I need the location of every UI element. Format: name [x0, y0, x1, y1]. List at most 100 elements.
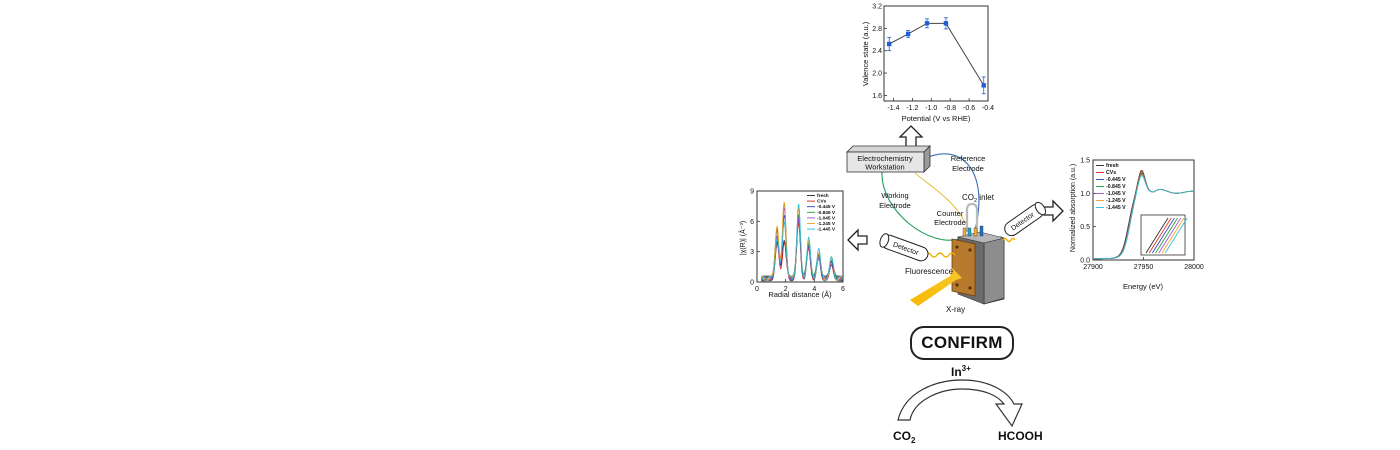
counter-wire: [914, 172, 969, 229]
left-y-tick-label: 3: [750, 249, 754, 256]
working-label-line2: Electrode: [879, 201, 911, 210]
right-legend-label: -0.445 V: [1106, 177, 1126, 183]
top-y-tick-label: 2.8: [872, 26, 882, 33]
xray-beam: [910, 268, 962, 306]
left-chart-x-ticks: 0 2 4 6: [755, 279, 845, 293]
left-x-tick-label: 4: [812, 286, 816, 293]
left-x-tick-label: 2: [784, 286, 788, 293]
right-chart-y-label: Normalized absorption (a.u.): [1070, 164, 1077, 252]
right-chart-data: [1093, 170, 1194, 260]
product-label: HCOOH: [998, 429, 1043, 443]
right-legend-label: -1.045 V: [1106, 191, 1126, 197]
confirm-box: CONFIRM: [910, 326, 1014, 360]
top-x-tick-label: -1.0: [925, 105, 937, 112]
right-legend-label: -1.245 V: [1106, 198, 1126, 204]
co2-inlet-suffix: inlet: [977, 193, 995, 202]
top-x-tick-label: -0.4: [982, 105, 994, 112]
top-y-tick-label: 2.0: [872, 71, 882, 78]
workstation-box: Electrochemistry Workstation: [846, 145, 931, 173]
left-legend-label: -1.445 V: [817, 227, 836, 233]
top-x-tick-label: -0.8: [944, 105, 956, 112]
xanes-inset: [1140, 214, 1188, 256]
right-y-tick-label: 1.5: [1080, 158, 1090, 165]
right-legend-label: -0.845 V: [1106, 184, 1126, 190]
top-y-tick-label: 3.2: [872, 4, 882, 11]
catalyst-label: In3+: [951, 364, 971, 379]
right-y-tick-label: 0.5: [1080, 224, 1090, 231]
top-y-tick-label: 2.4: [872, 48, 882, 55]
left-chart-data: [760, 201, 843, 282]
right-chart-x-label: Energy (eV): [1123, 282, 1164, 291]
top-chart-y-ticks: 1.6 2.0 2.4 2.8 3.2: [872, 4, 887, 100]
catalyst-charge: 3+: [962, 364, 971, 373]
top-x-tick-label: -1.4: [887, 105, 899, 112]
counter-label-line1: Counter: [937, 209, 964, 218]
co2-inlet-sub: 2: [974, 198, 977, 204]
left-arrow: [847, 228, 868, 252]
working-label-line1: Working: [881, 191, 908, 200]
top-data-point: [887, 41, 892, 47]
confirm-label: CONFIRM: [921, 333, 1003, 352]
inset-line: [1158, 217, 1182, 254]
right-legend-label: -1.445 V: [1106, 205, 1126, 211]
electrochemical-cell: [951, 225, 1005, 305]
left-legend-label: fresh: [817, 193, 829, 199]
catalyst-symbol: In: [951, 365, 962, 379]
right-detector: Detector: [1004, 201, 1047, 237]
top-data-point: [981, 83, 986, 88]
top-data-point: [905, 31, 911, 37]
right-series-line: [1093, 175, 1194, 260]
top-data-point: [924, 21, 930, 26]
right-chart-y-ticks: 0.0 0.5 1.0 1.5: [1080, 158, 1096, 265]
reactant-subscript: 2: [911, 436, 916, 445]
reactant-formula: CO: [893, 429, 911, 443]
top-data-point: [943, 21, 949, 26]
left-chart-x-label: Radial distance (Å): [768, 290, 832, 299]
working-wire: [881, 171, 963, 241]
left-chart-y-ticks: 0 3 6 9: [750, 189, 760, 287]
left-y-tick-label: 9: [750, 189, 754, 196]
inset-line: [1161, 217, 1185, 254]
left-x-tick-label: 0: [755, 286, 759, 293]
right-y-tick-label: 1.0: [1080, 191, 1090, 198]
transmission-wave: [1002, 237, 1016, 243]
inset-frame: [1140, 214, 1186, 256]
left-chart-y-label: |χ(R)| (Å⁻³): [738, 221, 747, 255]
fluorescence-label: Fluorescence: [905, 267, 954, 276]
xray-label: X-ray: [946, 305, 965, 314]
right-x-tick-label: 27900: [1083, 264, 1103, 271]
up-arrow: [898, 125, 924, 149]
left-legend-label: -1.245 V: [817, 221, 836, 227]
co2-inlet-label: CO2 inlet: [962, 193, 995, 204]
right-legend-label: CVs: [1106, 170, 1116, 176]
left-legend-label: CVs: [817, 199, 827, 205]
valence-state-chart: 1.62.02.42.83.2 -1.4-1.2-1.0-0.8-0.6-0.4…: [861, 4, 994, 124]
left-legend-label: -1.045 V: [817, 215, 836, 221]
top-chart-y-label: Valence state (a.u.): [861, 21, 870, 86]
left-legend-label: -0.845 V: [817, 210, 836, 216]
left-detector: Detector: [879, 233, 929, 262]
right-y-tick-label: 0.0: [1080, 258, 1090, 265]
inset-line: [1148, 217, 1172, 254]
right-x-tick-label: 28000: [1184, 264, 1204, 271]
inset-line: [1155, 217, 1178, 254]
left-y-tick-label: 6: [750, 219, 754, 226]
counter-label-line2: Electrode: [934, 218, 966, 227]
workstation-label-line1: Electrochemistry: [857, 154, 913, 163]
top-x-tick-label: -0.6: [963, 105, 975, 112]
left-y-tick-label: 0: [750, 280, 754, 287]
inset-line: [1152, 217, 1175, 254]
inset-lines: [1145, 217, 1188, 254]
reference-wire: [921, 153, 980, 231]
top-chart-x-label: Potential (V vs RHE): [902, 114, 971, 123]
left-x-tick-label: 6: [841, 286, 845, 293]
cell-window-plate: [951, 238, 976, 297]
left-legend-label: -0.445 V: [817, 204, 836, 210]
co2-inlet-tube: [965, 202, 979, 232]
top-chart-data: [887, 17, 986, 95]
top-y-tick-label: 1.6: [872, 93, 882, 100]
